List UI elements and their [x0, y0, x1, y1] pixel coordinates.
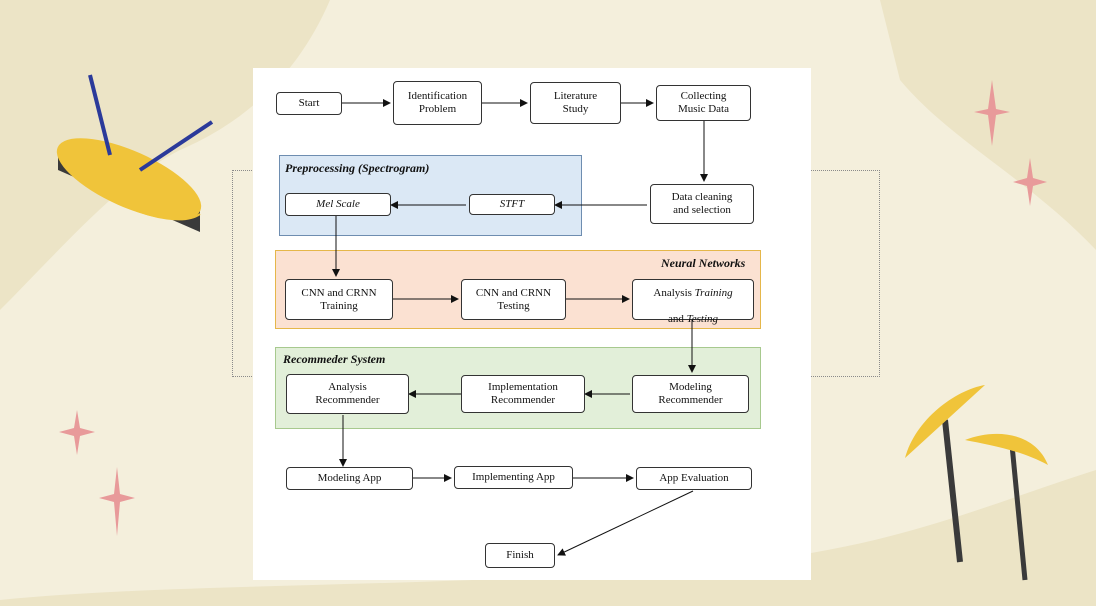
node-analysis-recommender: Analysis Recommender — [286, 374, 409, 414]
analysis-and: and — [667, 312, 687, 325]
analysis-prefix: Analysis — [653, 286, 695, 299]
node-start: Start — [276, 92, 342, 115]
node-mel-scale: Mel Scale — [285, 193, 391, 216]
node-literature-study: Literature Study — [530, 82, 621, 124]
analysis-training: Training — [694, 286, 733, 299]
node-analysis-training-testing: Analysis Training and Testing — [632, 279, 754, 325]
node-stft: STFT — [469, 194, 555, 215]
node-modeling-app: Modeling App — [286, 467, 413, 490]
neural-networks-title: Neural Networks — [661, 256, 746, 270]
recommender-title: Recommeder System — [283, 352, 386, 366]
node-app-evaluation: App Evaluation — [636, 467, 752, 490]
node-modeling-recommender: Modeling Recommender — [632, 375, 749, 413]
node-cnn-crnn-testing: CNN and CRNN Testing — [461, 279, 566, 320]
background-blob-bottom — [0, 470, 1096, 606]
arrow-evaluation-finish — [557, 490, 694, 556]
sparkle-icon — [59, 80, 1047, 536]
analysis-testing: Testing — [686, 312, 719, 325]
background-blob-right-top — [880, 0, 1096, 250]
node-cnn-crnn-training: CNN and CRNN Training — [285, 279, 393, 320]
drum-icon — [56, 74, 214, 232]
node-data-cleaning: Data cleaning and selection — [650, 184, 754, 224]
node-implementing-app: Implementing App — [454, 466, 573, 489]
node-implementation-recommender: Implementation Recommender — [461, 375, 585, 413]
preprocessing-title: Preprocessing (Spectrogram) — [285, 161, 430, 175]
node-identification-problem: Identification Problem — [393, 81, 482, 125]
flowchart-card: Preprocessing (Spectrogram) Neural Netwo… — [253, 68, 811, 580]
flow-arrows — [332, 99, 708, 556]
cymbal-icon — [905, 385, 1048, 581]
node-collecting-music-data: Collecting Music Data — [656, 85, 751, 121]
node-finish: Finish — [485, 543, 555, 568]
